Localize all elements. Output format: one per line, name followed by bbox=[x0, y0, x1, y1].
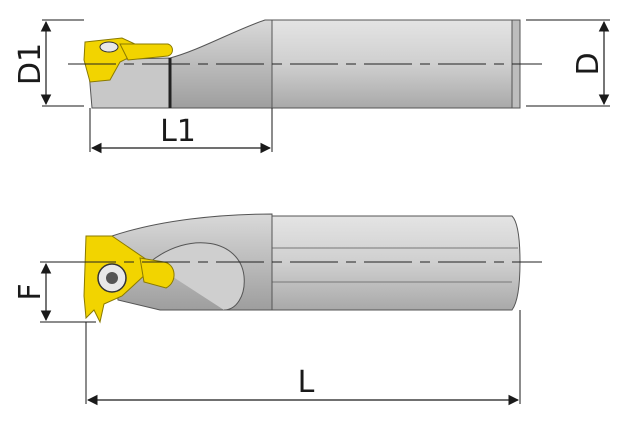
label-d: D bbox=[571, 52, 606, 75]
side-neck-curve bbox=[149, 242, 245, 311]
dim-l: L bbox=[85, 310, 521, 406]
label-d1: D1 bbox=[13, 43, 48, 85]
label-f: F bbox=[13, 283, 48, 300]
side-screw-socket-icon bbox=[106, 272, 118, 284]
top-clamp bbox=[119, 43, 173, 61]
side-shank bbox=[271, 215, 521, 311]
dim-d: D bbox=[526, 19, 610, 107]
dim-d1: D1 bbox=[13, 19, 84, 107]
label-l: L bbox=[298, 365, 315, 400]
dim-f: F bbox=[13, 261, 96, 323]
label-l1: L1 bbox=[160, 114, 196, 149]
top-view bbox=[68, 19, 542, 109]
dim-l1: L1 bbox=[89, 108, 273, 154]
side-view bbox=[68, 213, 542, 324]
top-screw-icon bbox=[99, 41, 119, 53]
